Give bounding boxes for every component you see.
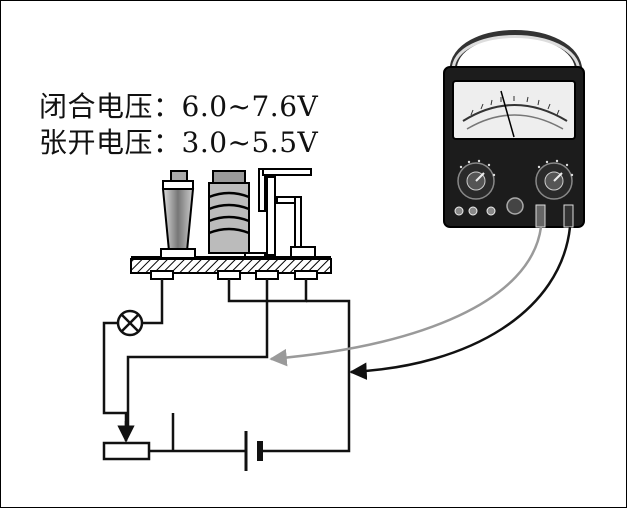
- range-selector-knob-right: [535, 162, 573, 200]
- battery-symbol: [244, 431, 263, 471]
- relay-contact-stem: [160, 170, 196, 259]
- wire-contact-to-lamp: [143, 279, 164, 325]
- close-voltage-label: 闭合电压：6.0~7.6V: [39, 90, 319, 123]
- multimeter-handle: [449, 30, 583, 72]
- probe-plug-gray: [535, 204, 546, 228]
- relay-coil: [208, 170, 250, 254]
- relay-armature: [244, 168, 316, 258]
- wire-lamp-to-rheostat: [102, 321, 128, 433]
- zero-adjust-knob: [506, 197, 524, 215]
- wire-right-to-battery: [263, 299, 351, 453]
- multimeter-dial-window: [452, 80, 576, 140]
- dial-tick-marks: [470, 96, 560, 116]
- wire-middle-terminal: [126, 279, 269, 433]
- wire-rheostat-to-battery: [149, 413, 245, 453]
- rheostat-symbol: [102, 421, 151, 461]
- range-selector-knob-left: [457, 162, 495, 200]
- probe-lead-black: [349, 226, 572, 380]
- circuit-wires: [102, 279, 351, 453]
- probe-plug-black: [563, 204, 574, 228]
- relay: [130, 168, 332, 280]
- lamp-symbol: [116, 309, 144, 337]
- open-voltage-label: 张开电压：3.0~5.5V: [39, 126, 319, 159]
- multimeter: [443, 30, 585, 228]
- knob-scale-dots: [459, 159, 574, 177]
- probe-lead-gray: [269, 226, 543, 367]
